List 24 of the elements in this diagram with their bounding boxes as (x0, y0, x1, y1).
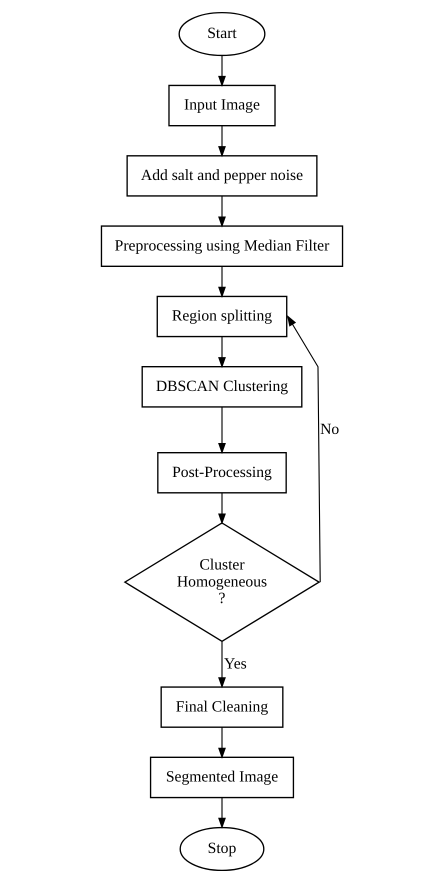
arrow (286, 315, 321, 582)
edge-label: Yes (224, 655, 247, 672)
arrow (218, 641, 226, 688)
node-ellipse: Stop (180, 826, 264, 872)
node-ellipse: Start (178, 12, 266, 56)
node-box: Final Cleaning (160, 686, 284, 728)
arrow (218, 798, 226, 829)
arrow (218, 728, 226, 759)
node-box: Post-Processing (157, 452, 287, 494)
node-diamond: Cluster Homogeneous ? (124, 522, 320, 642)
node-box: Segmented Image (150, 756, 294, 798)
node-box: Input Image (168, 84, 276, 126)
node-box: Region splitting (156, 296, 288, 338)
arrow (218, 406, 226, 454)
arrow (218, 493, 226, 525)
arrow (218, 266, 226, 298)
arrow (218, 56, 226, 88)
arrow (218, 196, 226, 228)
arrow (218, 126, 226, 158)
node-box: Preprocessing using Median Filter (100, 225, 344, 267)
edge-label: No (320, 420, 340, 438)
arrow (218, 336, 226, 368)
node-box: DBSCAN Clustering (142, 366, 302, 408)
node-box: Add salt and pepper noise (126, 155, 318, 197)
